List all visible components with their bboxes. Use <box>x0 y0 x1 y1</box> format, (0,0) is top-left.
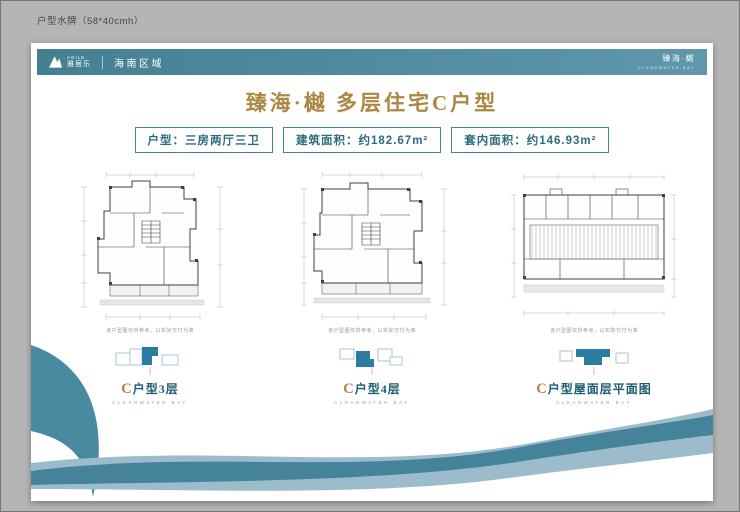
building-keyplan-roof-icon <box>559 349 629 375</box>
outer-walls <box>313 182 423 284</box>
page-label: 户型水牌（58*40cmh） <box>37 16 144 27</box>
dimension-lines <box>511 174 677 316</box>
brand-cn-label: 雅居乐 <box>67 60 91 68</box>
header-project: 臻海·樾 CLEARWATER BAY <box>638 54 695 70</box>
structural-columns <box>523 194 665 279</box>
building-keyplan-3f-icon <box>115 347 179 375</box>
floor-plan-roof-drawing <box>511 174 677 316</box>
plan-disclaimer: 该户型图仅供参考，以实际交付为准 <box>105 328 194 334</box>
stairs <box>361 222 381 246</box>
page-title: 臻海·樾 多层住宅C户型 <box>245 91 499 115</box>
plan-title-highlight: C <box>121 381 133 397</box>
interior-walls <box>98 187 190 285</box>
region-label: 海南区域 <box>114 58 164 70</box>
project-name-en: CLEARWATER BAY <box>637 64 695 70</box>
plan-subtitle-en: CLEARWATER BAY <box>334 400 410 405</box>
terrace-slab <box>523 284 665 293</box>
plan-column-roof: 该户型图仅供参考，以实际交付为准 C户型屋面层平面图 CLEARWATER BA… <box>494 167 694 405</box>
terrace-slab <box>99 299 205 306</box>
project-name: 臻海·樾 <box>662 54 695 64</box>
plan-title-text: 户型4层 <box>354 382 401 396</box>
plan-title-text: 户型屋面层平面图 <box>547 382 652 396</box>
plan-disclaimer: 该户型图仅供参考，以实际交付为准 <box>549 328 638 334</box>
floor-plan-4f-drawing <box>301 172 447 320</box>
terrace-slab <box>313 297 431 304</box>
brand-name: AGILE 雅居乐 <box>67 54 91 69</box>
plan-title-highlight: C <box>536 381 548 397</box>
plans-row: 该户型图仅供参考，以实际交付为准 C户型3层 CLEARWATER BAY <box>31 167 713 405</box>
brand-logo: AGILE 雅居乐 海南区域 <box>49 55 164 70</box>
plan-subtitle-en: CLEARWATER BAY <box>112 400 188 405</box>
floor-plan-3f-drawing <box>81 172 223 320</box>
outer-walls <box>523 194 665 280</box>
plan-title-4f: C户型4层 <box>343 380 401 398</box>
plan-title-highlight: C <box>343 381 355 397</box>
brand-en-label: AGILE <box>67 54 86 60</box>
header-divider <box>102 55 103 69</box>
plan-title-text: 户型3层 <box>132 382 179 396</box>
info-box-interior-area: 套内面积：约146.93m² <box>451 127 610 153</box>
balcony <box>109 284 199 297</box>
interior-walls <box>314 189 414 283</box>
agile-mountain-icon <box>49 56 62 68</box>
plan-disclaimer: 该户型图仅供参考，以实际交付为准 <box>327 328 416 334</box>
structural-columns <box>313 188 422 283</box>
building-keyplan-4f-icon <box>339 348 403 375</box>
board-header: AGILE 雅居乐 海南区域 臻海·樾 CLEARWATER BAY <box>37 49 707 75</box>
plan-column-4f: 该户型图仅供参考，以实际交付为准 C户型4层 CLEARWATER BAY <box>272 167 472 405</box>
plan-column-3f: 该户型图仅供参考，以实际交付为准 C户型3层 CLEARWATER BAY <box>50 167 250 405</box>
dimension-lines <box>301 172 447 320</box>
dimension-lines <box>81 172 223 320</box>
plan-title-roof: C户型屋面层平面图 <box>536 380 652 398</box>
info-box-construction-area: 建筑面积：约182.67m² <box>283 127 442 153</box>
plan-subtitle-en: CLEARWATER BAY <box>556 400 632 405</box>
info-row: 户型：三房两厅三卫 建筑面积：约182.67m² 套内面积：约146.93m² <box>31 127 713 153</box>
floorplan-board: AGILE 雅居乐 海南区域 臻海·樾 CLEARWATER BAY 臻海·樾 … <box>31 43 713 501</box>
balcony <box>321 282 423 295</box>
plan-title-3f: C户型3层 <box>121 380 179 398</box>
roof-hatch <box>529 224 659 260</box>
info-box-unit-type: 户型：三房两厅三卫 <box>134 127 274 153</box>
structural-columns <box>97 186 198 285</box>
wave-decoration <box>31 345 713 497</box>
wave-dark-band <box>31 415 713 485</box>
stairs <box>141 220 161 244</box>
